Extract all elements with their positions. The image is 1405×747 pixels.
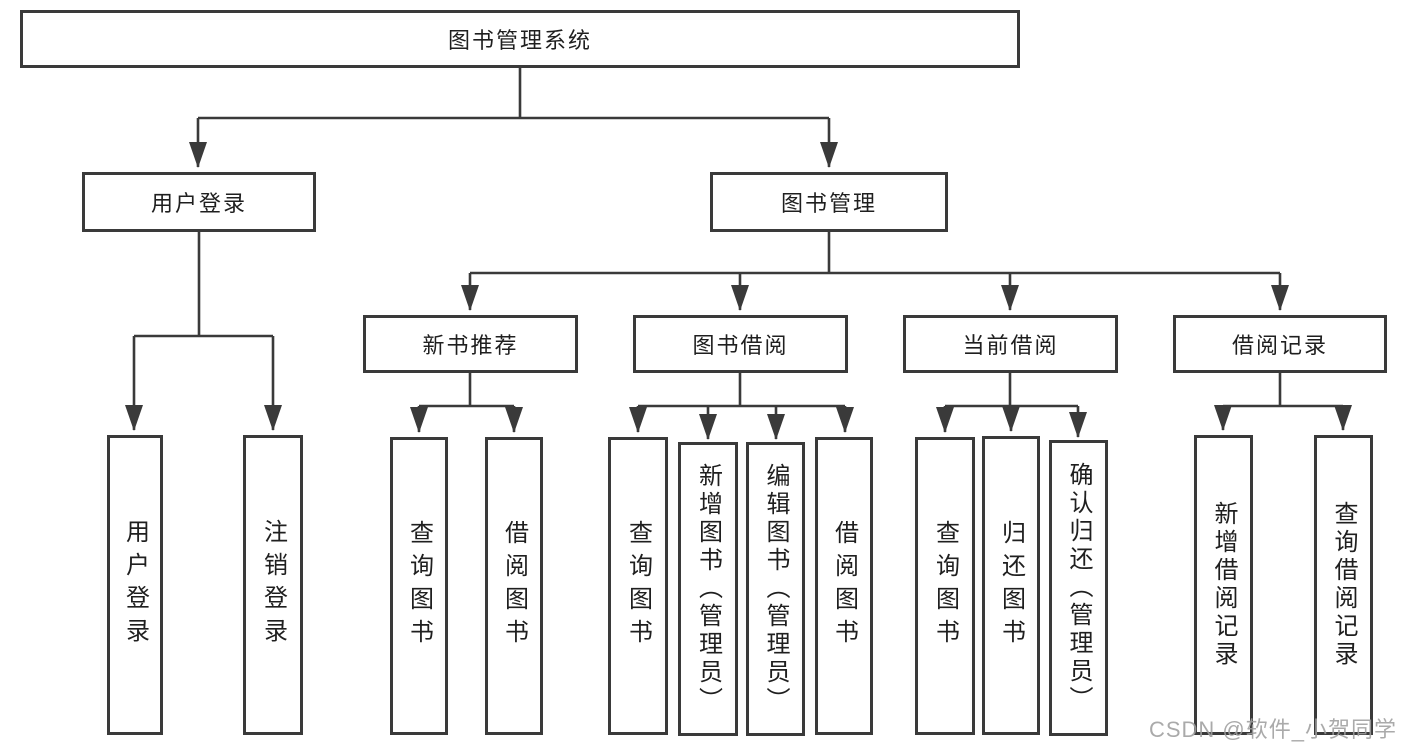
leaf-current-query: 查询图书 bbox=[915, 437, 975, 735]
node-book-mgmt: 图书管理 bbox=[710, 172, 948, 232]
connector-borrow-to-children bbox=[629, 373, 854, 440]
connector-current-to-children bbox=[936, 373, 1087, 438]
leaf-record-query: 查询借阅记录 bbox=[1314, 435, 1373, 735]
leaf-current-return: 归还图书 bbox=[982, 436, 1040, 735]
leaf-record-add: 新增借阅记录 bbox=[1194, 435, 1253, 735]
leaf-borrow-borrow: 借阅图书 bbox=[815, 437, 873, 735]
leaf-newbook-borrow: 借阅图书 bbox=[485, 437, 543, 735]
node-book-borrow: 图书借阅 bbox=[633, 315, 848, 373]
leaf-newbook-query: 查询图书 bbox=[390, 437, 448, 735]
leaf-borrow-query: 查询图书 bbox=[608, 437, 668, 735]
node-current-borrow: 当前借阅 bbox=[903, 315, 1118, 373]
connector-login-to-children bbox=[125, 232, 282, 431]
connector-record-to-children bbox=[1214, 373, 1352, 431]
node-borrow-record: 借阅记录 bbox=[1173, 315, 1387, 373]
connector-mgmt-to-groups bbox=[461, 232, 1289, 311]
node-root: 图书管理系统 bbox=[20, 10, 1020, 68]
leaf-logout: 注销登录 bbox=[243, 435, 303, 735]
leaf-borrow-edit-admin: 编辑图书（管理员） bbox=[746, 442, 805, 736]
node-user-login: 用户登录 bbox=[82, 172, 316, 232]
csdn-watermark: CSDN @软件_小贺同学 bbox=[1148, 717, 1397, 742]
leaf-borrow-add-admin: 新增图书（管理员） bbox=[678, 442, 738, 736]
connector-root-to-branches bbox=[189, 68, 838, 168]
leaf-current-confirm-admin: 确认归还（管理员） bbox=[1049, 440, 1108, 736]
node-new-book-rec: 新书推荐 bbox=[363, 315, 578, 373]
leaf-user-login: 用户登录 bbox=[107, 435, 163, 735]
connector-newbook-to-children bbox=[410, 373, 523, 433]
